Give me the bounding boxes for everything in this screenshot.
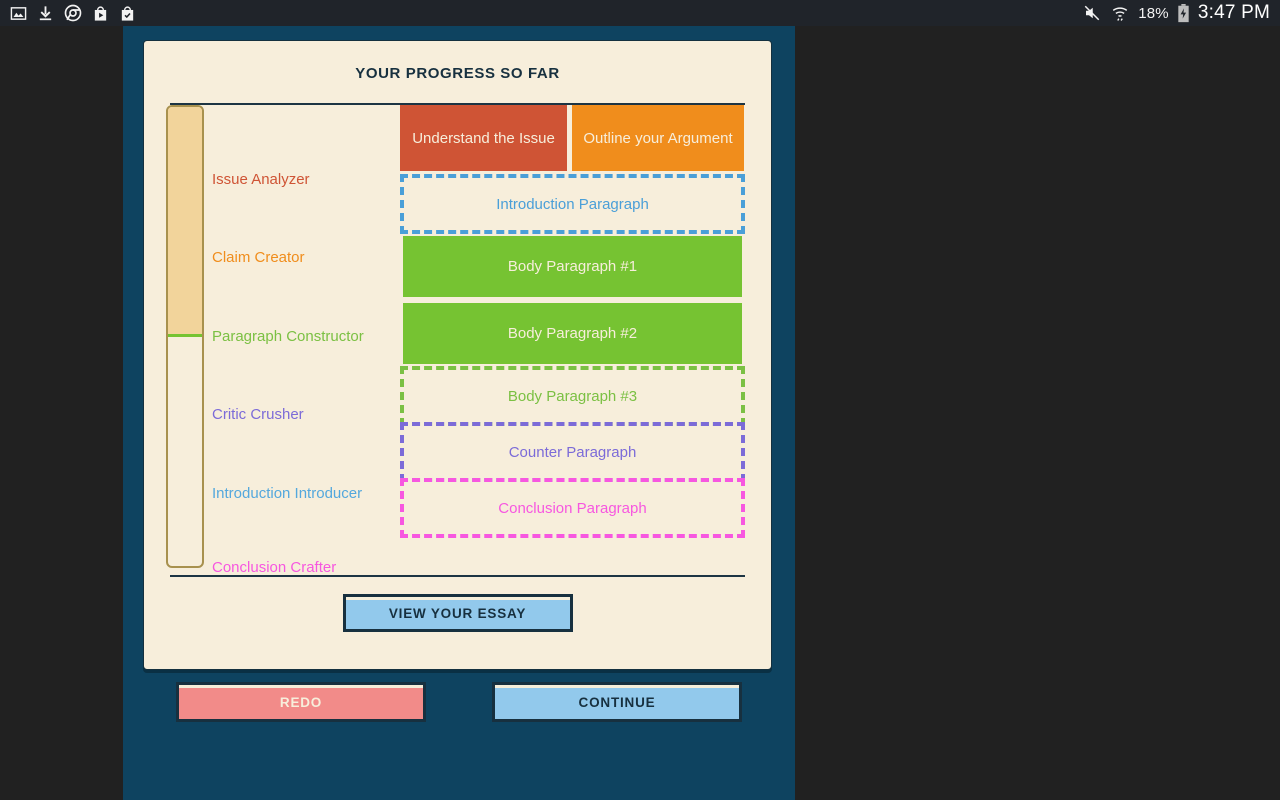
block-body-paragraph-1[interactable]: Body Paragraph #1 [403,236,742,297]
progress-card: YOUR PROGRESS SO FAR Issue Analyzer Clai… [143,40,772,670]
status-bar-notification-icons [10,4,136,22]
progress-meter-fill [168,107,202,337]
chrome-icon [64,4,82,22]
block-counter-paragraph[interactable]: Counter Paragraph [400,422,745,482]
volume-mute-icon [1082,4,1102,22]
stage-row-top: Understand the Issue Outline your Argume… [400,105,745,171]
footer-divider [170,575,745,577]
view-essay-row: VIEW YOUR ESSAY [144,577,771,632]
page-title: YOUR PROGRESS SO FAR [355,65,560,82]
download-icon [37,5,54,22]
view-your-essay-button[interactable]: VIEW YOUR ESSAY [342,594,573,632]
status-bar-system-icons: 18% 3:47 PM [1082,2,1270,24]
android-status-bar: 18% 3:47 PM [0,0,1280,26]
photo-icon [10,5,27,22]
block-understand-the-issue[interactable]: Understand the Issue [400,105,567,171]
status-bar-clock: 3:47 PM [1197,2,1270,23]
play-store-icon [92,5,109,22]
block-conclusion-paragraph[interactable]: Conclusion Paragraph [400,478,745,538]
progress-body: Issue Analyzer Claim Creator Paragraph C… [144,105,771,576]
battery-charging-icon [1177,3,1190,23]
block-outline-your-argument[interactable]: Outline your Argument [572,105,744,171]
redo-button[interactable]: REDO [176,682,426,722]
bottom-action-bar: REDO CONTINUE [123,682,795,742]
vertical-progress-meter [166,105,204,568]
app-viewport: YOUR PROGRESS SO FAR Issue Analyzer Clai… [123,26,795,800]
block-introduction-paragraph[interactable]: Introduction Paragraph [400,174,745,234]
stage-label-column: Issue Analyzer Claim Creator Paragraph C… [212,105,402,576]
continue-button[interactable]: CONTINUE [492,682,742,722]
wifi-icon [1110,4,1130,22]
block-body-paragraph-2[interactable]: Body Paragraph #2 [403,303,742,364]
stage-introduction-introducer[interactable]: Introduction Introducer [212,485,363,502]
stage-conclusion-crafter[interactable]: Conclusion Crafter [212,559,337,576]
battery-percent-label: 18% [1138,4,1169,22]
stage-critic-crusher[interactable]: Critic Crusher [212,406,304,423]
stage-issue-analyzer[interactable]: Issue Analyzer [212,171,310,188]
stage-claim-creator[interactable]: Claim Creator [212,249,305,266]
play-store-installed-icon [119,5,136,22]
stage-paragraph-constructor[interactable]: Paragraph Constructor [212,328,364,345]
header-divider [170,103,745,105]
block-body-paragraph-3[interactable]: Body Paragraph #3 [400,366,745,426]
essay-structure-blocks: Understand the Issue Outline your Argume… [400,105,745,538]
